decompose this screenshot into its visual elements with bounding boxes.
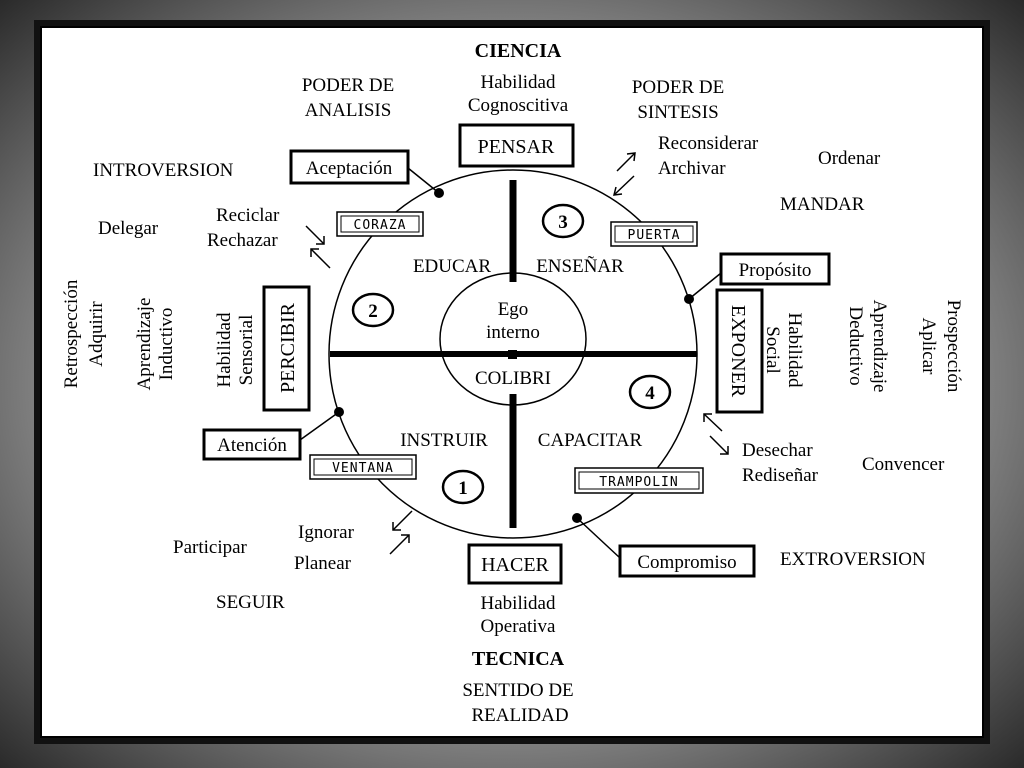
archivar: Archivar	[658, 158, 726, 179]
diagram-canvas: CIENCIA Habilidad Cognoscitiva PENSAR PO…	[61, 40, 964, 726]
bottom-title: TECNICA	[472, 648, 565, 670]
aceptacion-label: Aceptación	[306, 158, 393, 179]
compromiso-line	[576, 517, 621, 559]
right-skill-1: Habilidad	[784, 313, 805, 388]
quadrant-1: 1	[441, 469, 485, 505]
right-learn-2: Deductivo	[845, 306, 866, 385]
compromiso-dot	[572, 513, 582, 523]
proposito-label: Propósito	[739, 260, 812, 281]
colibri: COLIBRI	[475, 368, 551, 389]
compromiso-label: Compromiso	[637, 552, 736, 573]
educar: EDUCAR	[413, 256, 491, 277]
pensar-label: PENSAR	[478, 136, 555, 158]
right-verb-1: Prospección	[943, 300, 964, 393]
ego-1: Ego	[498, 299, 529, 320]
exponer-box	[715, 288, 764, 414]
arrows-bottom-right	[703, 413, 729, 455]
redisenar: Rediseñar	[742, 465, 819, 486]
svg-text:4: 4	[645, 383, 655, 404]
right-skill-2: Social	[762, 326, 783, 374]
exponer-label: EXPONER	[727, 305, 749, 398]
synthesis-2: SINTESIS	[637, 102, 718, 123]
trampolin-gate: TRAMPOLIN	[574, 467, 704, 494]
puerta-label: PUERTA	[628, 228, 681, 243]
ordenar: Ordenar	[818, 148, 881, 169]
synthesis-1: PODER DE	[632, 77, 724, 98]
reconsiderar: Reconsiderar	[658, 133, 759, 154]
aceptacion-box	[289, 149, 410, 185]
bottom-skill-1: Habilidad	[481, 593, 556, 614]
bottom-skill-2: Operativa	[481, 616, 556, 637]
desechar: Desechar	[742, 440, 813, 461]
aceptacion-line	[407, 167, 440, 194]
delegar: Delegar	[98, 218, 159, 239]
extroversion: EXTROVERSION	[780, 549, 926, 570]
mandar: MANDAR	[780, 194, 865, 215]
introversion: INTROVERSION	[93, 160, 234, 181]
sense-1: SENTIDO DE	[462, 680, 573, 701]
left-skill-2: Sensorial	[236, 315, 257, 386]
planear: Planear	[294, 553, 352, 574]
analysis-2: ANALISIS	[305, 100, 392, 121]
ego-2: interno	[486, 322, 540, 343]
percibir-box	[262, 285, 311, 412]
svg-text:3: 3	[558, 212, 568, 233]
ventana-label: VENTANA	[332, 461, 394, 476]
left-verb-2: Adquirir	[86, 301, 107, 367]
rechazar: Rechazar	[207, 230, 278, 251]
coraza-label: CORAZA	[354, 218, 407, 233]
quadrant-3: 3	[541, 203, 585, 239]
seguir: SEGUIR	[216, 592, 285, 613]
capacitar: CAPACITAR	[538, 430, 643, 451]
svg-text:1: 1	[458, 478, 468, 499]
top-skill-1: Habilidad	[481, 72, 556, 93]
atencion-box	[202, 428, 302, 461]
left-learn-1: Aprendizaje	[134, 298, 155, 391]
ventana-gate: VENTANA	[309, 454, 417, 480]
quadrant-2: 2	[351, 292, 395, 328]
coraza-gate: CORAZA	[336, 211, 424, 237]
hacer-label: HACER	[481, 554, 549, 576]
top-title: CIENCIA	[475, 40, 562, 62]
left-learn-2: Inductivo	[156, 308, 177, 381]
atencion-dot	[334, 407, 344, 417]
top-skill-2: Cognoscitiva	[468, 95, 569, 116]
percibir-label: PERCIBIR	[277, 302, 299, 393]
atencion-line	[299, 411, 340, 441]
center-dot	[508, 350, 517, 359]
left-verb-1: Retrospección	[61, 279, 82, 388]
ignorar: Ignorar	[298, 522, 355, 543]
arrows-top-left	[305, 225, 331, 269]
arrows-bottom-left	[389, 510, 413, 555]
puerta-gate: PUERTA	[610, 221, 698, 247]
proposito-line	[688, 272, 722, 300]
diagram-frame: CIENCIA Habilidad Cognoscitiva PENSAR PO…	[34, 20, 990, 744]
right-learn-1: Aprendizaje	[869, 300, 890, 393]
arrows-top-right	[613, 152, 636, 196]
analysis-1: PODER DE	[302, 75, 394, 96]
sense-2: REALIDAD	[471, 705, 568, 726]
ensenar: ENSEÑAR	[536, 255, 624, 277]
proposito-box	[719, 252, 831, 286]
instruir: INSTRUIR	[400, 430, 488, 451]
participar: Participar	[173, 537, 248, 558]
right-verb-2: Aplicar	[918, 318, 939, 376]
quadrant-4: 4	[628, 374, 672, 410]
convencer: Convencer	[862, 454, 945, 475]
svg-text:2: 2	[368, 301, 378, 322]
trampolin-label: TRAMPOLIN	[599, 475, 678, 490]
reciclar: Reciclar	[216, 205, 280, 226]
pensar-box	[458, 123, 575, 168]
aceptacion-dot	[434, 188, 444, 198]
compromiso-box	[618, 544, 756, 578]
hacer-box	[467, 543, 563, 585]
left-skill-1: Habilidad	[214, 312, 235, 387]
proposito-dot	[684, 294, 694, 304]
atencion-label: Atención	[217, 435, 287, 456]
